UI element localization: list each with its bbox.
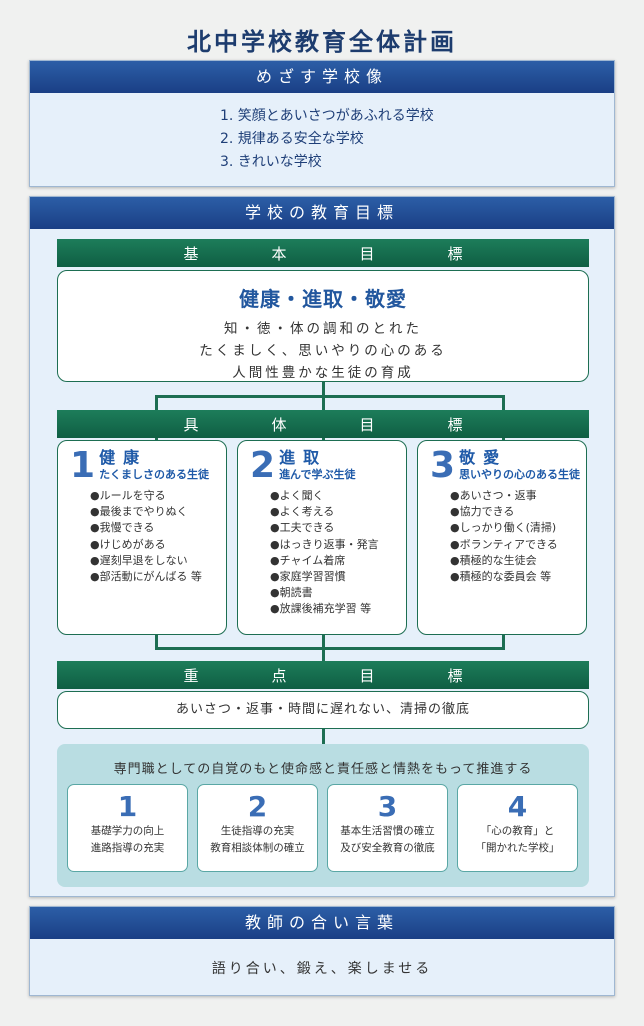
- goal-card-initiative: 2 進取 進んで学ぶ生徒 ●よく聞く ●よく考える ●工夫できる ●はっきり返事…: [237, 440, 407, 635]
- education-goals-heading: 学校の教育目標: [30, 197, 614, 229]
- promotion-statement: 専門職としての自覚のもと使命感と責任感と情熱をもって推進する: [113, 762, 533, 777]
- connector-line: [502, 395, 505, 410]
- basic-goal-line: たくましく、思いやりの心のある: [199, 343, 447, 359]
- goal-item: ●我慢できる: [90, 521, 155, 535]
- goal-item-list: ●ルールを守る ●最後までやりぬく ●我慢できる ●けじめがある ●遅刻早退をし…: [70, 488, 218, 585]
- concrete-goal-bar: 具 体 目 標: [57, 410, 589, 438]
- goal-number: 3: [430, 445, 456, 486]
- page-title: 北中学校教育全体計画: [187, 28, 457, 56]
- promotion-line: 及び安全教育の徹底: [340, 842, 435, 854]
- priority-goal-box: あいさつ・返事・時間に遅れない、清掃の徹底: [57, 691, 589, 729]
- goal-item: ●ボランティアできる: [450, 537, 558, 551]
- promotion-number: 1: [117, 790, 138, 823]
- basic-goal-box: 健康・進取・敬愛 知・徳・体の調和のとれた たくましく、思いやりの心のある 人間…: [57, 270, 589, 382]
- connector-line: [502, 635, 505, 650]
- connector-line: [155, 395, 158, 410]
- promotion-line: 「心の教育」と: [480, 825, 555, 837]
- vision-list: 1. 笑顔とあいさつがあふれる学校 2. 規律ある安全な学校 3. きれいな学校: [30, 93, 614, 174]
- connector-line: [155, 635, 158, 650]
- goal-item-list: ●よく聞く ●よく考える ●工夫できる ●はっきり返事・発言 ●チャイム着席 ●…: [250, 488, 398, 618]
- vision-item: 3. きれいな学校: [220, 154, 322, 170]
- vision-item: 1. 笑顔とあいさつがあふれる学校: [220, 108, 434, 124]
- promotion-line: 基礎学力の向上: [90, 825, 165, 837]
- goal-item: ●よく考える: [270, 505, 335, 519]
- goal-subtitle: たくましさのある生徒: [99, 468, 210, 481]
- teachers-words-heading: 教師の合い言葉: [30, 907, 614, 939]
- vision-item: 2. 規律ある安全な学校: [220, 131, 364, 147]
- goal-item: ●あいさつ・返事: [450, 489, 537, 502]
- goal-card-respect: 3 敬愛 思いやりの心のある生徒 ●あいさつ・返事 ●協力できる ●しっかり働く…: [417, 440, 587, 635]
- bar-char: 目: [359, 666, 375, 685]
- goal-item: ●放課後補充学習 等: [270, 602, 372, 616]
- goal-subtitle: 思いやりの心のある生徒: [459, 468, 581, 481]
- connector-line: [155, 438, 158, 441]
- promotion-line: 基本生活習慣の確立: [340, 825, 435, 837]
- goal-item-list: ●あいさつ・返事 ●協力できる ●しっかり働く(清掃) ●ボランティアできる ●…: [430, 488, 578, 585]
- basic-goal-line: 人間性豊かな生徒の育成: [232, 365, 414, 381]
- bar-char: 本: [271, 244, 287, 263]
- bar-char: 点: [271, 666, 287, 685]
- goal-name: 健康: [99, 448, 148, 467]
- goal-item: ●最後までやりぬく: [90, 505, 188, 519]
- goal-item: ●協力できる: [450, 505, 515, 519]
- goal-item: ●チャイム着席: [270, 553, 346, 567]
- bar-char: 標: [447, 415, 463, 434]
- promotion-line: 「開かれた学校」: [475, 842, 560, 854]
- goal-name: 敬愛: [459, 448, 508, 467]
- connector-line: [155, 647, 505, 650]
- goal-item: ●ルールを守る: [90, 489, 166, 502]
- promotion-number: 3: [377, 790, 398, 823]
- goal-item: ●家庭学習習慣: [270, 570, 346, 584]
- promotion-card: 3 基本生活習慣の確立 及び安全教育の徹底: [327, 784, 448, 872]
- goal-number: 1: [70, 445, 96, 486]
- promotion-card: 2 生徒指導の充実 教育相談体制の確立: [197, 784, 318, 872]
- priority-goal-bar: 重 点 目 標: [57, 661, 589, 689]
- promotion-card: 4 「心の教育」と 「開かれた学校」: [457, 784, 578, 872]
- vision-section: めざす学校像 1. 笑顔とあいさつがあふれる学校 2. 規律ある安全な学校 3.…: [29, 60, 615, 187]
- promotion-line: 進路指導の充実: [90, 842, 165, 854]
- goal-item: ●はっきり返事・発言: [270, 537, 379, 551]
- connector-line: [155, 395, 505, 398]
- goal-item: ●工夫できる: [270, 521, 335, 535]
- basic-goal-line: 知・徳・体の調和のとれた: [224, 321, 422, 337]
- bar-char: 重: [183, 666, 199, 685]
- bar-char: 目: [359, 244, 375, 263]
- teachers-motto: 語り合い、鍛え、楽しませる: [211, 961, 433, 977]
- goal-item: ●よく聞く: [270, 489, 324, 502]
- bar-char: 標: [447, 666, 463, 685]
- goal-number: 2: [250, 445, 276, 486]
- goal-card-health: 1 健康 たくましさのある生徒 ●ルールを守る ●最後までやりぬく ●我慢できる…: [57, 440, 227, 635]
- goal-item: ●積極的な生徒会: [450, 553, 537, 567]
- teachers-words-section: 教師の合い言葉 語り合い、鍛え、楽しませる: [29, 906, 615, 996]
- goal-item: ●朝読書: [270, 586, 313, 600]
- goal-item: ●しっかり働く(清掃): [450, 521, 557, 535]
- goal-name: 進取: [279, 448, 328, 467]
- connector-line: [322, 438, 325, 441]
- promotion-card: 1 基礎学力の向上 進路指導の充実: [67, 784, 188, 872]
- promotion-number: 4: [507, 790, 528, 823]
- promotion-line: 生徒指導の充実: [220, 825, 295, 837]
- promotion-panel: 専門職としての自覚のもと使命感と責任感と情熱をもって推進する 1 基礎学力の向上…: [57, 744, 589, 887]
- basic-goal-title: 健康・進取・敬愛: [239, 287, 407, 311]
- bar-char: 具: [183, 415, 199, 434]
- goal-item: ●遅刻早退をしない: [90, 553, 188, 567]
- connector-line: [502, 438, 505, 441]
- promotion-number: 2: [247, 790, 268, 823]
- goal-item: ●部活動にがんばる 等: [90, 570, 202, 584]
- education-goals-section: 学校の教育目標 基 本 目 標 健康・進取・敬愛 知・徳・体の調和のとれた たく…: [29, 196, 615, 897]
- goal-item: ●けじめがある: [90, 537, 166, 551]
- bar-char: 目: [359, 415, 375, 434]
- bar-char: 標: [447, 244, 463, 263]
- bar-char: 体: [271, 415, 287, 434]
- connector-line: [322, 729, 325, 744]
- goal-item: ●積極的な委員会 等: [450, 570, 552, 584]
- vision-heading: めざす学校像: [30, 61, 614, 93]
- goal-subtitle: 進んで学ぶ生徒: [279, 468, 356, 481]
- promotion-line: 教育相談体制の確立: [210, 842, 305, 854]
- bar-char: 基: [183, 244, 199, 263]
- basic-goal-bar: 基 本 目 標: [57, 239, 589, 267]
